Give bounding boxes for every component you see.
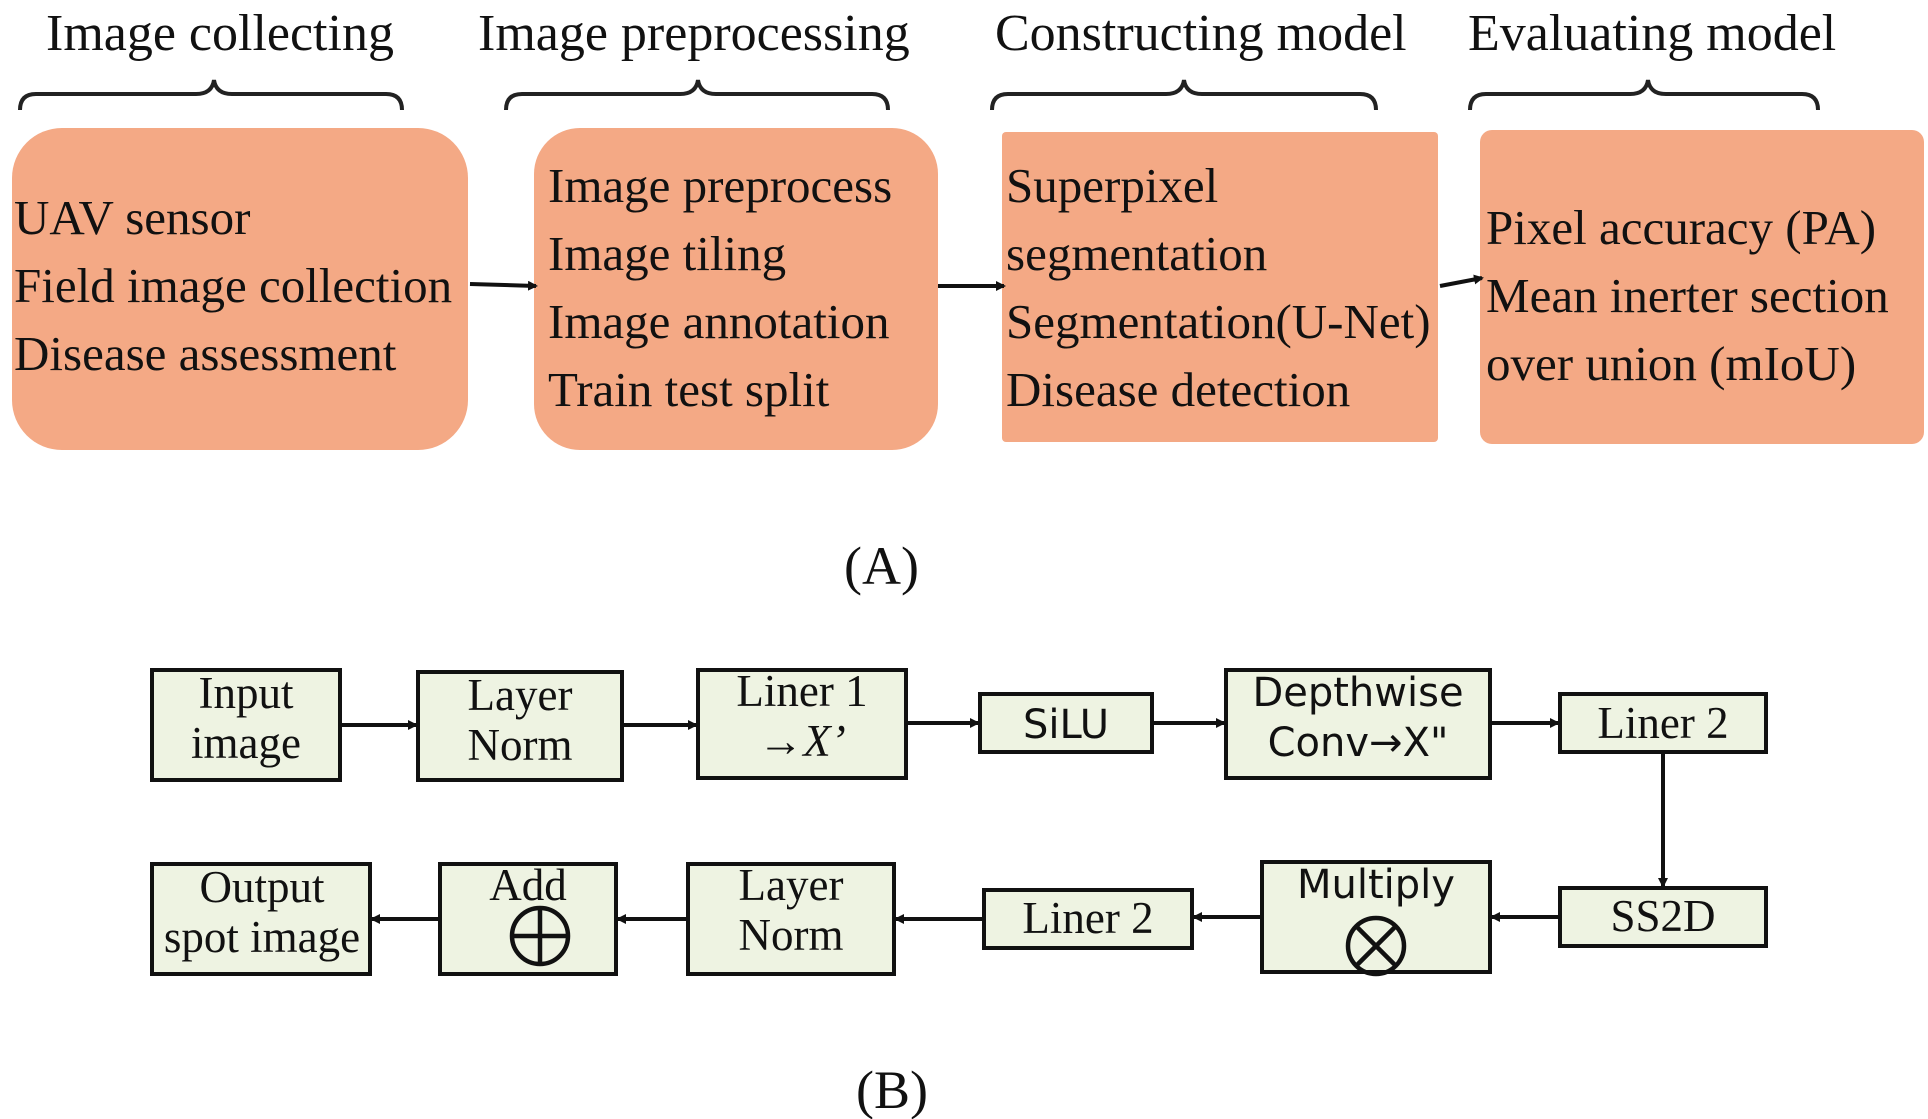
flow-text-multiply: Multiply: [1297, 862, 1455, 908]
stage-box-constructing-model: [1002, 132, 1438, 442]
stage-box-image-collecting: [12, 128, 468, 450]
flow-text-add: Add: [489, 860, 567, 910]
prep-line-image-preprocess: Image preprocess: [548, 158, 892, 213]
caption-b: (B): [856, 1060, 928, 1119]
stage-title-image-preprocessing: Image preprocessing: [478, 5, 910, 62]
flow-text-liner-2-bottom: Liner 2: [1022, 893, 1153, 943]
model-line-superpixel: Superpixel: [1006, 158, 1218, 213]
flow-text-layer-1: Layer: [468, 670, 573, 720]
flow-text-layer-2: Layer: [739, 860, 844, 910]
caption-a: (A): [844, 536, 919, 596]
flow-text-liner-1: Liner 1: [736, 666, 867, 716]
eval-line-over-union: over union (mIoU): [1486, 336, 1856, 391]
flow-text-ss2d: SS2D: [1610, 891, 1715, 941]
collect-line-disease-assessment: Disease assessment: [14, 326, 397, 381]
flow-text-image: image: [191, 718, 301, 768]
brace-constructing-model: [990, 79, 1378, 111]
brace-evaluating-model: [1468, 79, 1820, 111]
arrow-collect-to-prep: [469, 280, 538, 291]
flow-text-silu: SiLU: [1023, 702, 1109, 748]
collect-line-uav-sensor: UAV sensor: [14, 190, 250, 245]
panel-a: Image collecting Image preprocessing Con…: [12, 5, 1924, 596]
brace-image-preprocessing: [504, 79, 890, 111]
flow-box-layer-norm-1: [416, 670, 624, 782]
circled-times-icon: [1345, 915, 1407, 977]
stage-title-evaluating-model: Evaluating model: [1468, 5, 1836, 62]
flow-text-conv-x2: Conv→X": [1268, 720, 1449, 766]
flow-text-spot-image: spot image: [164, 912, 360, 962]
flow-text-input: Input: [199, 668, 294, 718]
circled-plus-icon: [509, 905, 571, 967]
prep-line-image-annotation: Image annotation: [548, 294, 890, 349]
arrow-model-to-eval: [1439, 274, 1484, 288]
flow-text-x-prime: →X’: [758, 716, 845, 766]
flow-box-output-spot-image: [150, 862, 372, 976]
flow-box-liner-2-bottom: [982, 888, 1194, 950]
stage-box-evaluating-model: [1480, 130, 1924, 444]
brace-image-collecting: [18, 79, 404, 111]
stage-box-image-preprocessing: [534, 128, 938, 450]
eval-line-mean-iou: Mean inerter section: [1486, 268, 1889, 323]
flow-text-norm-2: Norm: [739, 910, 844, 960]
collect-line-field-image-collection: Field image collection: [14, 258, 452, 313]
flow-text-output: Output: [199, 862, 325, 912]
flow-box-layer-norm-2: [686, 862, 896, 976]
prep-line-image-tiling: Image tiling: [548, 226, 786, 281]
stage-title-image-collecting: Image collecting: [46, 5, 394, 62]
flow-box-depthwise-conv: [1224, 668, 1492, 780]
eval-line-pixel-accuracy: Pixel accuracy (PA): [1486, 200, 1876, 255]
model-line-segmentation-unet: Segmentation(U-Net): [1006, 294, 1431, 349]
flow-text-norm-1: Norm: [468, 720, 573, 770]
flow-text-liner-2-top: Liner 2: [1597, 698, 1728, 748]
prep-line-train-test-split: Train test split: [548, 362, 830, 417]
flow-box-liner-1: [696, 668, 908, 780]
stage-title-constructing-model: Constructing model: [995, 5, 1407, 62]
flow-text-depthwise: Depthwise: [1252, 670, 1463, 716]
model-line-disease-detection: Disease detection: [1006, 362, 1350, 417]
model-line-segmentation: segmentation: [1006, 226, 1267, 281]
panel-b: Input image Layer Norm Liner 1 →X’ SiLU …: [150, 666, 1768, 1119]
